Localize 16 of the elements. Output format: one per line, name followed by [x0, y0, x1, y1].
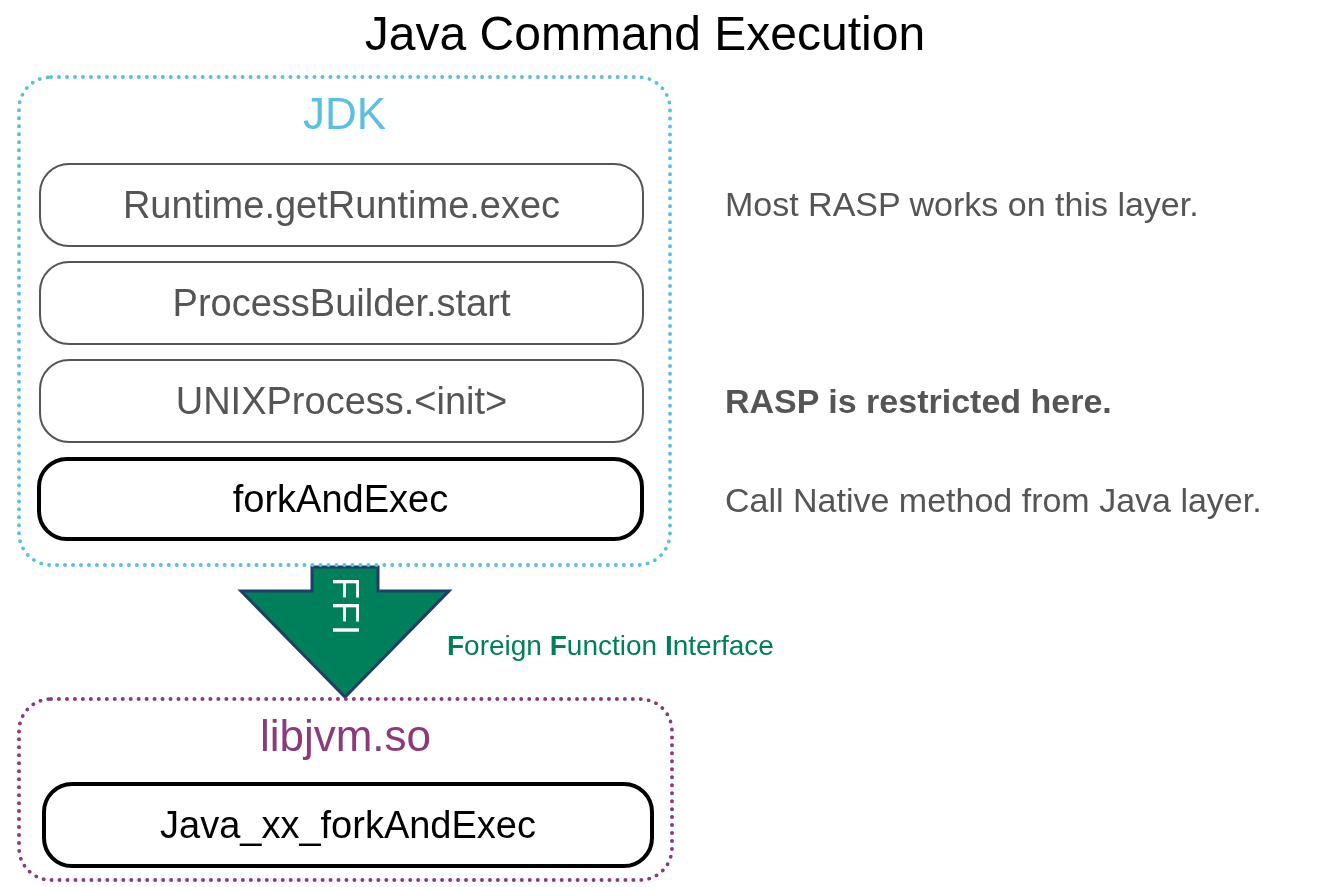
note-text: RASP is restricted here. — [725, 382, 1112, 421]
group-title: JDK — [301, 89, 388, 139]
note-text: Most RASP works on this layer. — [725, 185, 1199, 224]
group-title: libjvm.so — [258, 711, 433, 761]
edge-label: FFI — [325, 577, 365, 637]
block-arrow — [237, 565, 453, 700]
group-box — [17, 75, 672, 567]
method-box: Java_xx_forkAndExec — [42, 782, 654, 868]
method-box: Runtime.getRuntime.exec — [39, 163, 644, 247]
group-box — [17, 697, 674, 882]
method-box: ProcessBuilder.start — [39, 261, 644, 345]
method-box: forkAndExec — [37, 457, 644, 541]
note-text: Call Native method from Java layer. — [725, 481, 1262, 520]
method-box: UNIXProcess.<init> — [39, 359, 644, 443]
diagram-title: Java Command Execution — [363, 6, 927, 61]
acronym-expansion: Foreign Function Interface — [447, 630, 774, 662]
